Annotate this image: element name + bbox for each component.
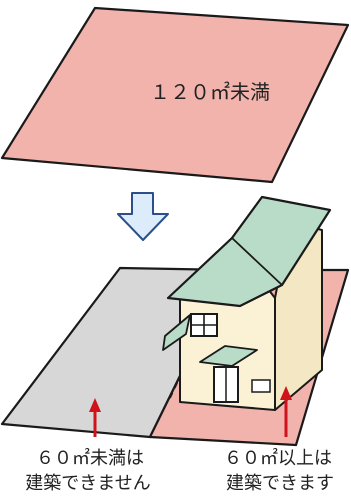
- house-illustration: [162, 195, 332, 411]
- roof-top-ridge: [231, 196, 263, 239]
- door-canopy: [199, 345, 258, 367]
- right-indicator-arrow: [280, 386, 292, 437]
- left-label-line2: 建築できません: [25, 473, 150, 494]
- house-side-window: [251, 379, 271, 393]
- roof-ridge: [231, 237, 283, 286]
- top-parcel-label: １２０㎡未満: [150, 80, 270, 104]
- left-indicator-arrow: [89, 398, 101, 437]
- right-label-line2: 建築できます: [226, 473, 334, 494]
- left-label-line1: ６０㎡未満は: [36, 447, 144, 469]
- top-parcel-shape: [0, 6, 350, 184]
- down-arrow-icon: [117, 192, 169, 241]
- window-awning: [162, 314, 191, 351]
- right-label-line1: ６０㎡以上は: [224, 447, 332, 469]
